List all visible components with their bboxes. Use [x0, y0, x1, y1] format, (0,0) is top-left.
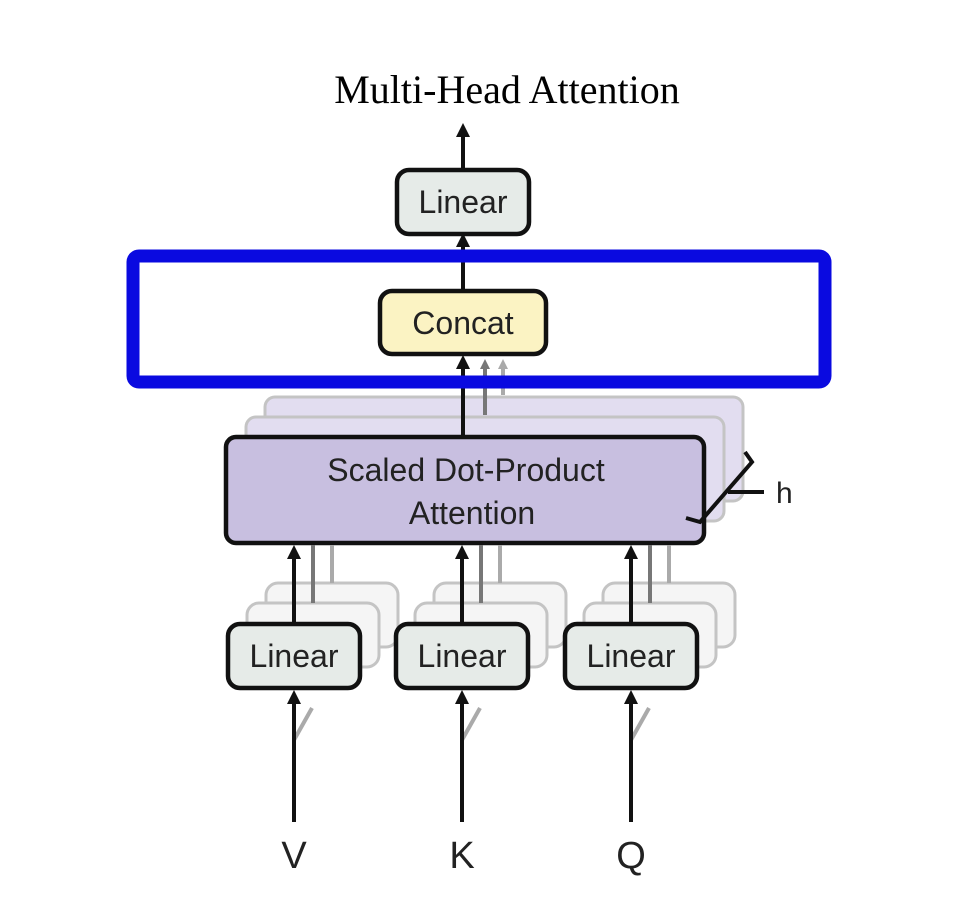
- input-k-ghost: [460, 707, 482, 741]
- linear-q-box: Linear: [562, 621, 700, 691]
- concat-rect: [377, 288, 549, 357]
- output-linear-label: Linear: [419, 184, 508, 220]
- input-q-label: Q: [616, 835, 646, 877]
- concat-box: Concat: [377, 288, 549, 357]
- input-q-ghost: [629, 707, 651, 741]
- diagram-title: Multi-Head Attention: [334, 67, 680, 112]
- concat-highlight-box: [126, 249, 832, 389]
- linear-q-label: Linear: [587, 638, 676, 674]
- attention-label-line2: Attention: [409, 495, 535, 531]
- heads-bracket: h: [685, 450, 793, 525]
- concat-label: Concat: [412, 305, 514, 341]
- linear-v-box: Linear: [225, 621, 363, 691]
- input-v-ghost: [292, 707, 314, 741]
- heads-brace-icon: [685, 450, 755, 525]
- attention-label-line1: Scaled Dot-Product: [327, 452, 605, 488]
- linear-k-box: Linear: [393, 621, 531, 691]
- input-k-label: K: [449, 835, 474, 877]
- heads-label: h: [776, 477, 793, 510]
- input-v-label: V: [281, 835, 307, 877]
- linear-k-label: Linear: [418, 638, 507, 674]
- linear-v-label: Linear: [250, 638, 339, 674]
- output-linear-box: Linear: [394, 167, 532, 237]
- attention-box: Scaled Dot-Product Attention: [223, 434, 707, 546]
- attention-rect: [223, 434, 707, 546]
